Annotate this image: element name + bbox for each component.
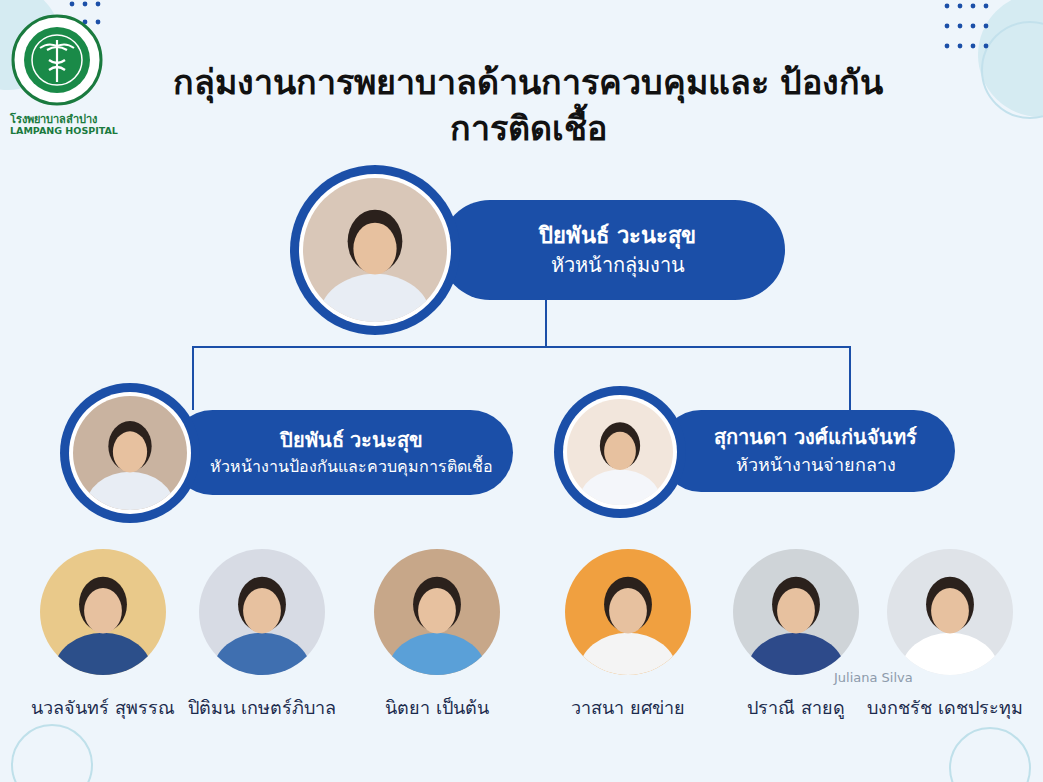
corner-ring bbox=[12, 725, 92, 782]
staff-photo: นิตยา เป็นต้น bbox=[343, 549, 531, 722]
person-name: นิตยา เป็นต้น bbox=[343, 693, 531, 722]
staff-photo: วาสนา ยศข่าย bbox=[534, 549, 722, 722]
job-title: หัวหน้างานจ่ายกลาง bbox=[736, 452, 896, 478]
chart-title: กลุ่มงานการพยาบาลด้านการควบคุมและ ป้องกั… bbox=[148, 60, 908, 152]
portrait bbox=[565, 549, 691, 675]
photo-ring bbox=[290, 165, 460, 335]
photo-circle bbox=[199, 549, 325, 675]
person-name: วาสนา ยศข่าย bbox=[534, 693, 722, 722]
job-title: หัวหน้างานป้องกันและควบคุมการติดเชื้อ bbox=[210, 455, 493, 478]
photo-circle bbox=[565, 549, 691, 675]
portrait bbox=[199, 549, 325, 675]
staff-photo: นวลจันทร์ สุพรรณ bbox=[9, 549, 197, 722]
portrait bbox=[40, 549, 166, 675]
dot-grid bbox=[70, 2, 989, 49]
staff-photo: ปิติมน เกษตร์ภิบาล bbox=[168, 549, 356, 722]
leader-box: ปิยพันธ์ วะนะสุขหัวหน้างานป้องกันและควบค… bbox=[170, 410, 513, 495]
text-area: ปิยพันธ์ วะนะสุขหัวหน้ากลุ่มงาน bbox=[466, 200, 769, 300]
person-name: บงกชรัช เดชประทุม bbox=[851, 693, 1039, 722]
hospital-name-en: LAMPANG HOSPITAL bbox=[10, 125, 118, 136]
corner-ring bbox=[950, 728, 1030, 782]
watermark: Juliana Silva bbox=[834, 670, 913, 685]
photo-circle bbox=[887, 549, 1013, 675]
leader-box: สุกานดา วงศ์แก่นจันทร์หัวหน้างานจ่ายกลาง bbox=[660, 410, 955, 492]
photo-circle bbox=[733, 549, 859, 675]
photo-ring bbox=[60, 383, 200, 523]
person-name: สุกานดา วงศ์แก่นจันทร์ bbox=[714, 423, 917, 452]
portrait bbox=[303, 178, 447, 363]
job-title: หัวหน้ากลุ่มงาน bbox=[551, 251, 685, 280]
portrait bbox=[73, 396, 187, 542]
corner-ring bbox=[982, 22, 1043, 118]
staff-photo: ปราณี สายดู bbox=[702, 549, 890, 722]
staff-photo: บงกชรัช เดชประทุม bbox=[851, 549, 1039, 722]
leader-box: ปิยพันธ์ วะนะสุขหัวหน้ากลุ่มงาน bbox=[440, 200, 785, 300]
person-name: ปิยพันธ์ วะนะสุข bbox=[280, 426, 424, 455]
person-name: ปิติมน เกษตร์ภิบาล bbox=[168, 693, 356, 722]
person-name: ปราณี สายดู bbox=[702, 693, 890, 722]
portrait bbox=[887, 549, 1013, 675]
text-area: สุกานดา วงศ์แก่นจันทร์หัวหน้างานจ่ายกลาง bbox=[692, 410, 939, 492]
portrait bbox=[567, 399, 673, 535]
hospital-logo bbox=[13, 16, 101, 104]
portrait bbox=[374, 549, 500, 675]
photo-circle bbox=[40, 549, 166, 675]
person-name: นวลจันทร์ สุพรรณ bbox=[9, 693, 197, 722]
photo-circle bbox=[374, 549, 500, 675]
photo-ring bbox=[554, 386, 686, 518]
portrait bbox=[733, 549, 859, 675]
corner-circle bbox=[978, 0, 1043, 117]
text-area: ปิยพันธ์ วะนะสุขหัวหน้างานป้องกันและควบค… bbox=[206, 410, 497, 495]
person-name: ปิยพันธ์ วะนะสุข bbox=[539, 220, 696, 252]
